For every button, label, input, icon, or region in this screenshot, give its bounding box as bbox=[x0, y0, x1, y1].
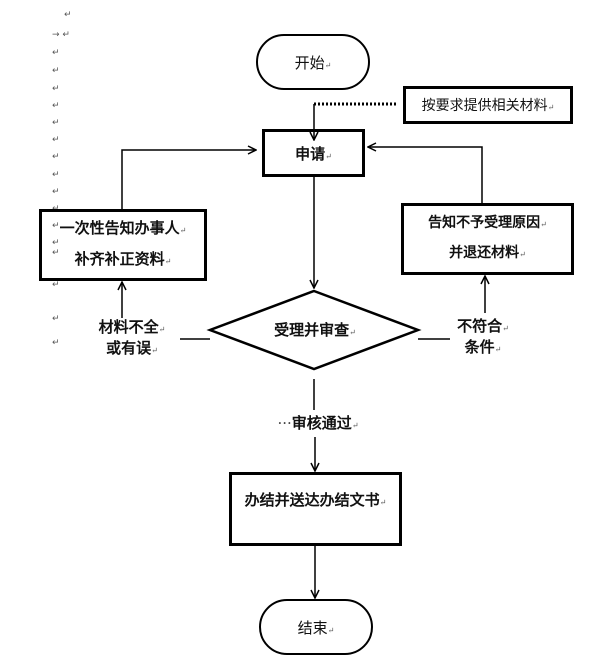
start-label: 开始 bbox=[295, 52, 332, 73]
not-qualified-label: 不符合 条件 bbox=[448, 317, 518, 359]
conclude-node: 办结并送达办结文书 bbox=[229, 472, 402, 546]
provide-materials-label: 按要求提供相关材料 bbox=[422, 95, 555, 115]
notify-supplement-line2: 补齐补正资料 bbox=[75, 245, 172, 276]
paragraph-mark: ↵ bbox=[52, 280, 60, 290]
paragraph-mark: ↵ bbox=[52, 118, 60, 128]
end-node: 结束 bbox=[259, 599, 373, 655]
paragraph-mark: ↵ bbox=[52, 238, 60, 248]
notify-reject-node: 告知不予受理原因 并退还材料 bbox=[401, 203, 574, 275]
paragraph-mark: ↵ bbox=[52, 135, 60, 145]
paragraph-mark: ↵ bbox=[52, 170, 60, 180]
conclude-label: 办结并送达办结文书 bbox=[245, 489, 387, 510]
paragraph-mark: ↵ bbox=[52, 101, 60, 111]
paragraph-mark: ↵ bbox=[52, 248, 60, 258]
paragraph-mark: ↵ bbox=[52, 338, 60, 348]
notify-supplement-line1: 一次性告知办事人 bbox=[60, 214, 187, 245]
apply-node: 申请 bbox=[262, 129, 365, 177]
approved-prefix: ··· bbox=[277, 414, 292, 432]
paragraph-mark: ↵ bbox=[52, 66, 60, 76]
approved-label: ···审核通过 bbox=[248, 414, 388, 435]
not-qualified-line1: 不符合 bbox=[448, 317, 518, 338]
approved-text: 审核通过 bbox=[292, 414, 359, 432]
provide-materials-node: 按要求提供相关材料 bbox=[403, 86, 573, 124]
arrow-reject-to-apply bbox=[368, 147, 483, 204]
arrow-supplement-to-apply bbox=[121, 150, 256, 210]
paragraph-mark: ↵ bbox=[52, 84, 60, 94]
incomplete-label: 材料不全 或有误 bbox=[82, 318, 182, 360]
incomplete-line1: 材料不全 bbox=[82, 318, 182, 339]
review-label-wrap: 受理并审查 bbox=[240, 321, 390, 342]
incomplete-line2: 或有误 bbox=[82, 339, 182, 360]
not-qualified-line2: 条件 bbox=[448, 338, 518, 359]
paragraph-mark: → ↵ bbox=[52, 30, 70, 40]
paragraph-mark: ↵ bbox=[52, 187, 60, 197]
paragraph-mark: ↵ bbox=[64, 10, 72, 20]
paragraph-mark: ↵ bbox=[52, 221, 60, 231]
end-label: 结束 bbox=[298, 617, 335, 638]
apply-label: 申请 bbox=[295, 143, 332, 164]
review-label: 受理并审查 bbox=[274, 321, 356, 339]
paragraph-mark: ↵ bbox=[52, 314, 60, 324]
paragraph-mark: ↵ bbox=[52, 152, 60, 162]
notify-reject-line2: 并退还材料 bbox=[449, 239, 526, 269]
notify-reject-line1: 告知不予受理原因 bbox=[428, 209, 547, 239]
notify-supplement-node: 一次性告知办事人 补齐补正资料 bbox=[39, 209, 207, 281]
start-node: 开始 bbox=[256, 34, 370, 90]
review-diamond bbox=[206, 289, 422, 371]
paragraph-mark: ↵ bbox=[52, 48, 60, 58]
